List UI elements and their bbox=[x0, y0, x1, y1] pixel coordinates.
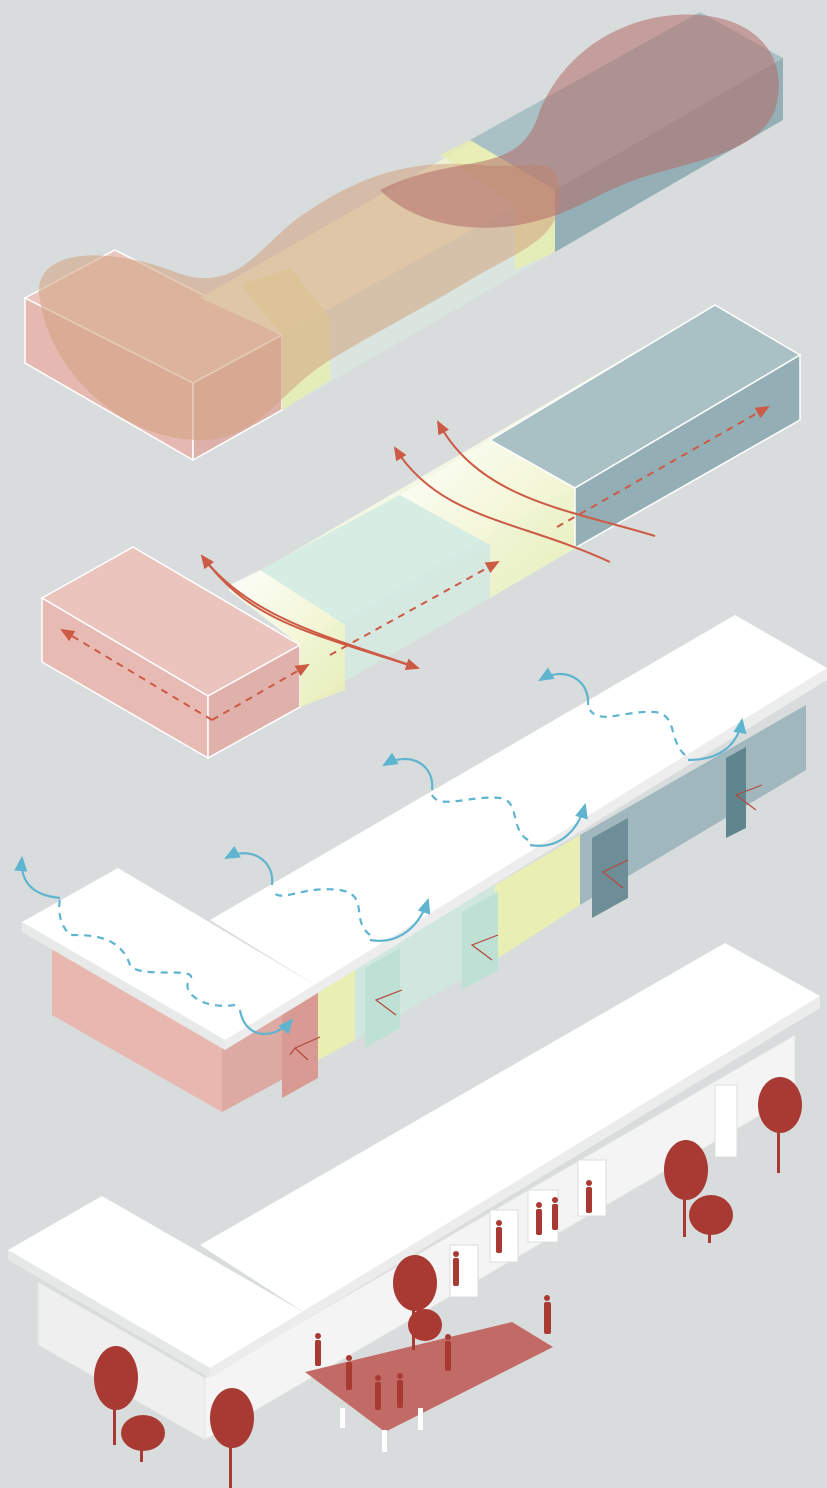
layer-context bbox=[8, 943, 820, 1488]
curved-arrow-icon bbox=[238, 1009, 294, 1035]
tree-icon bbox=[210, 1388, 254, 1488]
view-cone-icon bbox=[601, 859, 629, 889]
flow-blob-warm bbox=[39, 163, 560, 440]
person-icon bbox=[544, 1295, 551, 1334]
context-roof-left bbox=[8, 1196, 305, 1368]
view-cone-icon bbox=[289, 1036, 321, 1061]
person-icon bbox=[375, 1375, 381, 1410]
flow-blob-red bbox=[380, 14, 779, 228]
tree-icon bbox=[758, 1077, 802, 1173]
curved-arrow-icon bbox=[538, 667, 590, 706]
blue-volume-side bbox=[574, 353, 801, 550]
pink-wall-front bbox=[52, 948, 222, 1112]
dashed-wind-path bbox=[589, 709, 686, 756]
layer-circulation bbox=[40, 304, 802, 760]
person-icon bbox=[453, 1251, 459, 1286]
curved-arrow-icon bbox=[687, 717, 747, 762]
person-icon bbox=[586, 1180, 592, 1213]
dashed-arrow-icon bbox=[556, 406, 770, 528]
platform-post bbox=[382, 1430, 387, 1452]
dashed-wind-path bbox=[431, 794, 529, 841]
tree-icon bbox=[94, 1346, 138, 1445]
curved-arrow-icon bbox=[14, 855, 61, 900]
person-icon bbox=[346, 1355, 352, 1390]
context-roof-main bbox=[200, 943, 820, 1313]
tree-icon bbox=[664, 1140, 708, 1237]
curved-arrow-icon bbox=[369, 897, 431, 942]
curved-arrow-icon bbox=[201, 555, 420, 671]
tree-icon bbox=[689, 1195, 733, 1243]
view-cone-icon bbox=[374, 989, 403, 1016]
layer-spatial-flow bbox=[23, 12, 783, 462]
door-dark bbox=[462, 892, 498, 990]
roof-top-left bbox=[22, 868, 320, 1040]
context-roof-edge bbox=[8, 1250, 210, 1378]
person-icon bbox=[315, 1333, 321, 1366]
dashed-arrow-icon bbox=[329, 561, 500, 656]
person-icon bbox=[397, 1373, 403, 1408]
person-icon bbox=[445, 1334, 451, 1371]
entrance-platform bbox=[305, 1322, 553, 1432]
yellow-wall-2 bbox=[495, 835, 580, 960]
dashed-arrow-icon bbox=[211, 664, 310, 721]
roof-edge-front bbox=[22, 922, 225, 1050]
person-icon bbox=[552, 1197, 558, 1230]
context-roof-edge-side bbox=[210, 996, 820, 1378]
tree-icon bbox=[408, 1309, 442, 1341]
dashed-wind-path bbox=[58, 897, 236, 1007]
roof-top-main bbox=[210, 615, 827, 988]
curved-arrow-icon bbox=[437, 420, 656, 537]
layer-ventilation bbox=[14, 615, 827, 1112]
person-icon bbox=[496, 1220, 502, 1253]
dashed-arrow-icon bbox=[60, 628, 213, 721]
curved-arrow-icon bbox=[382, 752, 434, 791]
window-opening bbox=[489, 1209, 519, 1263]
window-opening bbox=[714, 1084, 738, 1158]
yellow-zone-b bbox=[400, 440, 575, 598]
dashed-wind-path bbox=[271, 888, 371, 936]
view-cone-icon bbox=[734, 784, 763, 811]
door-dark bbox=[726, 747, 746, 838]
curved-arrow-icon bbox=[529, 802, 588, 847]
roof-edge-side bbox=[225, 668, 827, 1050]
tree-icon bbox=[121, 1415, 165, 1462]
platform-post bbox=[340, 1408, 345, 1428]
platform-post bbox=[418, 1408, 423, 1430]
mint-zone bbox=[260, 495, 490, 625]
view-cone-icon bbox=[470, 934, 499, 961]
blue-wall bbox=[580, 705, 806, 905]
person-icon bbox=[536, 1202, 542, 1235]
curved-arrow-icon bbox=[224, 845, 274, 886]
curved-arrow-icon bbox=[393, 446, 611, 563]
